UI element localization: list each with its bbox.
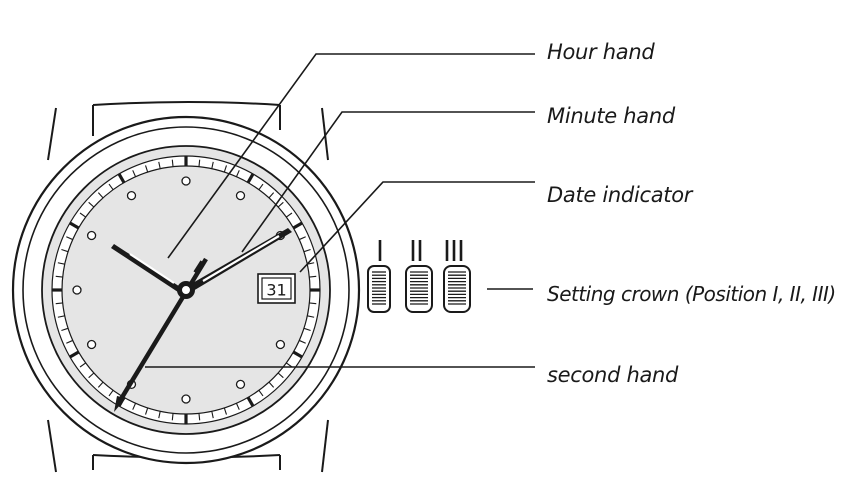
minute-tick [79, 362, 87, 368]
hour-marker [181, 394, 191, 404]
minute-tick [171, 413, 174, 421]
label-minute-hand: Minute hand [547, 104, 675, 128]
date-value: 31 [266, 281, 286, 300]
minute-tick [246, 173, 255, 184]
minute-tick [307, 315, 315, 318]
minute-tick [144, 165, 149, 173]
minute-tick [66, 339, 73, 344]
label-date-indicator: Date indicator [547, 183, 693, 207]
hour-marker [275, 339, 286, 350]
numeral-III [445, 240, 463, 261]
minute-tick [268, 192, 275, 199]
minute-tick [55, 302, 63, 305]
crown-position-2 [405, 265, 433, 313]
minute-tick [158, 411, 161, 419]
minute-tick [303, 248, 311, 253]
leader-date-indicator [299, 181, 535, 273]
minute-tick [223, 407, 228, 415]
minute-tick [55, 275, 63, 278]
minute-tick [79, 212, 87, 218]
hour-hand-shape [111, 244, 188, 296]
minute-tick [57, 315, 65, 318]
minute-tick [285, 212, 293, 218]
hour-marker [72, 285, 82, 295]
hour-marker [86, 339, 97, 350]
minute-tick [66, 236, 73, 241]
hour-marker [126, 190, 137, 201]
minute-tick [303, 327, 311, 332]
leader-minute-hand [241, 111, 535, 253]
minute-tick [299, 236, 306, 241]
label-hour-hand: Hour hand [547, 40, 655, 64]
minute-tick [108, 183, 114, 191]
crown-position-1 [367, 265, 391, 313]
numeral-II [411, 240, 422, 261]
minute-tick [158, 161, 161, 169]
crown-position-3 [443, 265, 471, 313]
minute-tick [108, 389, 114, 397]
crown-position-numerals [378, 240, 463, 261]
minute-tick [69, 350, 80, 359]
label-setting-crown: Setting crown (Position I, II, III) [547, 282, 836, 306]
minute-tick [211, 411, 214, 419]
minute-tick [299, 339, 306, 344]
hour-marker [181, 176, 191, 186]
minute-tick [171, 159, 174, 167]
minute-tick [88, 201, 95, 208]
minute-tick [144, 407, 149, 415]
minute-tick [235, 170, 240, 177]
minute-tick [132, 170, 137, 177]
minute-track-ticks [52, 156, 320, 424]
minute-tick [97, 381, 104, 388]
minute-tick [198, 159, 201, 167]
minute-tick [69, 221, 80, 230]
minute-tick [292, 350, 303, 359]
minute-tick [292, 221, 303, 230]
minute-tick [258, 183, 264, 191]
hour-marker [235, 190, 246, 201]
leader-hour-hand [167, 53, 535, 259]
minute-tick [61, 248, 69, 253]
minute-hand-shape [184, 228, 292, 294]
minute-tick [198, 413, 201, 421]
minute-tick [223, 165, 228, 173]
hour-marker [235, 379, 246, 390]
minute-tick [132, 403, 137, 410]
minute-tick [117, 173, 126, 184]
hour-marker [86, 230, 97, 241]
minute-tick [309, 302, 317, 305]
leader-lines [145, 53, 535, 368]
minute-tick [61, 327, 69, 332]
minute-tick [246, 396, 255, 407]
minute-tick [268, 381, 275, 388]
minute-tick [277, 201, 284, 208]
label-second-hand: second hand [547, 363, 679, 387]
minute-tick [235, 403, 240, 410]
crown-positions [367, 265, 471, 313]
case-inner-ring [22, 126, 350, 454]
minute-tick [277, 372, 284, 379]
minute-tick [88, 372, 95, 379]
minute-tick [97, 192, 104, 199]
date-window: 31 [257, 273, 296, 304]
minute-tick [309, 275, 317, 278]
minute-tick [57, 262, 65, 265]
minute-tick [258, 389, 264, 397]
minute-tick [211, 161, 214, 169]
